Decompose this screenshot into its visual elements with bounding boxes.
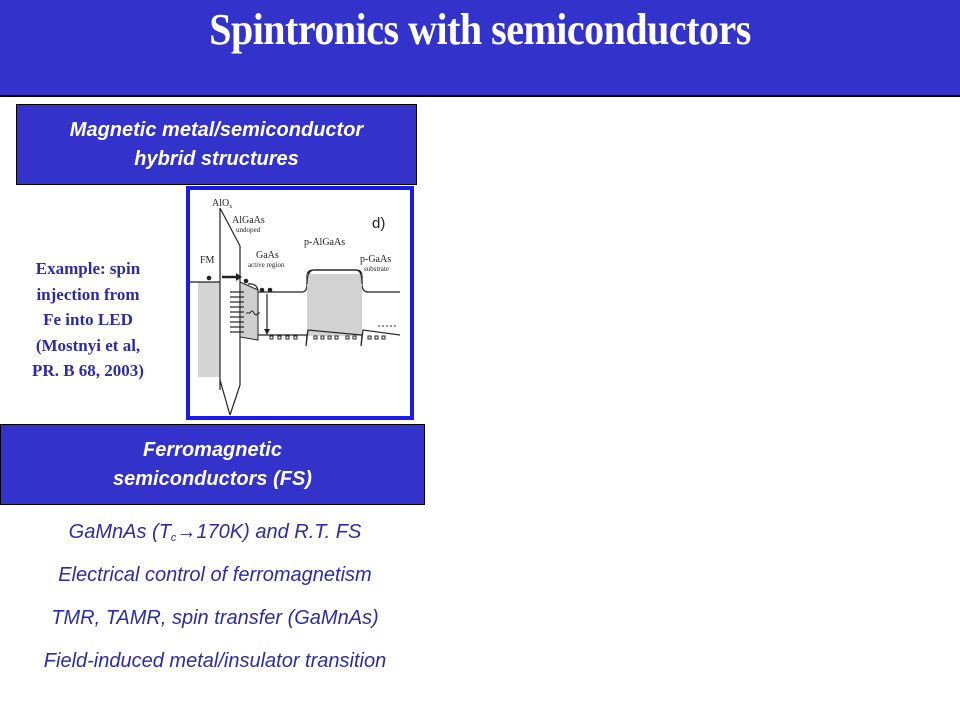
example-line: PR. B 68, 2003) [32, 361, 144, 380]
p-algaas-region [307, 274, 362, 336]
section-heading-line: semiconductors (FS) [113, 467, 312, 490]
label-algaas: AlGaAs [232, 215, 265, 226]
fm-region [198, 282, 220, 377]
electron [206, 275, 212, 281]
example-line: Example: spin [35, 259, 141, 278]
band-diagram: AlOx AlGaAs undoped FM GaAs active regio… [190, 198, 401, 416]
band-diagram-figure: AlOx AlGaAs undoped FM GaAs active regio… [186, 186, 414, 420]
interface-states [230, 291, 244, 333]
label-fm: FM [200, 255, 215, 266]
section-heading-hybrid-structures: Magnetic metal/semiconductor hybrid stru… [16, 104, 417, 185]
electron [243, 278, 249, 284]
section-heading-line: hybrid structures [134, 147, 299, 170]
fs-topics-list: GaMnAs (Tc→170K) and R.T. FS Electrical … [0, 516, 430, 688]
electron [259, 287, 265, 293]
topic-text: GaMnAs (T [68, 521, 171, 543]
alox-bottom [219, 379, 231, 416]
arrow-head [264, 329, 270, 335]
example-line: (Mostnyi et al, [35, 335, 141, 355]
label-active-region: active region [248, 261, 285, 269]
label-undoped: undoped [236, 226, 261, 234]
label-substrate: substrate [364, 265, 389, 273]
label-gaas: GaAs [256, 250, 279, 261]
label-p-gaas: p-GaAs [360, 254, 391, 265]
topic-item: Field-induced metal/insulator transition [43, 650, 387, 672]
panel-label: d) [372, 215, 385, 232]
section-heading-ferromagnetic-semiconductors: Ferromagnetic semiconductors (FS) [0, 424, 425, 505]
example-caption: Example: spin injection from Fe into LED… [8, 256, 168, 384]
label-alox: AlOx [212, 198, 232, 210]
photon-wave-icon [246, 310, 260, 316]
holes [269, 335, 386, 340]
topic-item: GaMnAs (Tc→170K) and R.T. FS [0, 516, 430, 559]
arrow-head [236, 273, 242, 281]
electron [267, 287, 273, 293]
label-p-algaas: p-AlGaAs [304, 237, 345, 248]
valence-band [258, 329, 401, 347]
topic-item: Electrical control of ferromagnetism [58, 564, 372, 586]
section-heading-line: Ferromagnetic [143, 438, 282, 461]
topic-text: →170K) and R.T. FS [176, 521, 362, 543]
example-line: injection from [36, 284, 140, 304]
example-line: Fe into LED [43, 310, 133, 329]
topic-item: TMR, TAMR, spin transfer (GaMnAs) [51, 607, 379, 629]
subscript: c [170, 532, 177, 544]
section-heading-line: Magnetic metal/semiconductor [69, 118, 364, 141]
p-algaas-edge [306, 269, 363, 285]
slide-title: Spintronics with semiconductors [209, 3, 751, 55]
drift-arrow [247, 283, 259, 291]
algaas-region [239, 281, 259, 341]
title-bar: Spintronics with semiconductors [0, 0, 960, 97]
